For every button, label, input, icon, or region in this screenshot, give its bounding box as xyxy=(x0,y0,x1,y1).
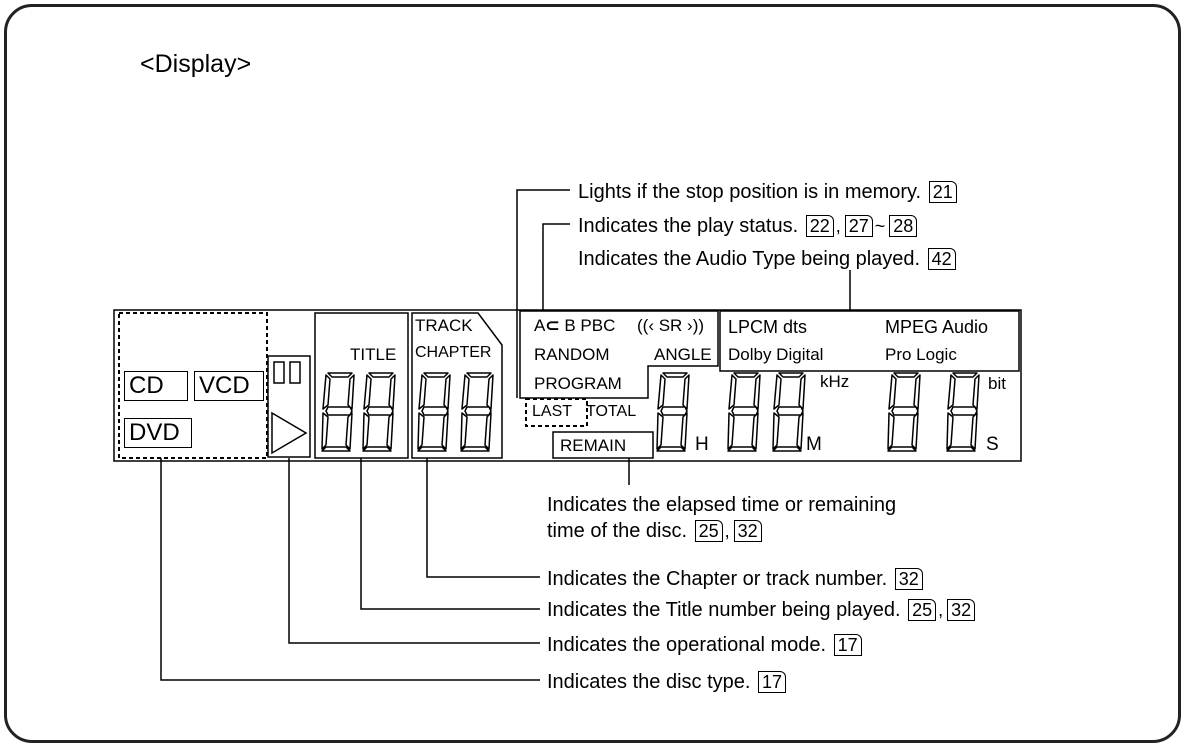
page-ref: 28 xyxy=(889,215,918,237)
annotation-elapsed-line2: time of the disc. 25,32 xyxy=(547,519,762,543)
sr-label: ((‹ SR ›)) xyxy=(637,316,705,335)
repeat-ab-icon: ⊂ xyxy=(545,316,560,335)
annotation-play-status: Indicates the play status. 22,27~28 xyxy=(578,214,918,238)
title-digit-2 xyxy=(362,372,396,452)
last-dashed-box xyxy=(525,398,588,427)
pause-icon-bar-right xyxy=(289,361,301,384)
hour-unit-label: H xyxy=(695,434,709,455)
leader-title xyxy=(360,458,540,610)
time-hour-digit xyxy=(656,372,690,452)
play-icon xyxy=(271,411,308,455)
page-ref: 32 xyxy=(733,520,762,542)
random-label: RANDOM xyxy=(534,345,610,364)
annotation-chapter: Indicates the Chapter or track number. 3… xyxy=(547,567,923,591)
chapter-digit-2 xyxy=(460,372,494,452)
repeat-ab-label: A⊂ B PBC xyxy=(534,316,616,335)
total-label: TOTAL xyxy=(586,403,637,420)
display-outline xyxy=(113,309,1022,462)
annotation-title: Indicates the Title number being played.… xyxy=(547,598,976,622)
page-ref: 27 xyxy=(844,215,873,237)
annotation-operational-mode: Indicates the operational mode. 17 xyxy=(547,633,862,657)
track-chapter-box xyxy=(411,312,503,459)
page-ref: 32 xyxy=(894,568,923,590)
vcd-indicator: VCD xyxy=(194,371,264,401)
leader-operational-mode xyxy=(288,458,540,644)
chapter-digit-1 xyxy=(417,372,451,452)
diagram-heading: <Display> xyxy=(140,50,252,78)
bit-label: bit xyxy=(988,374,1006,393)
annotation-audio-type: Indicates the Audio Type being played. 4… xyxy=(578,247,956,271)
page-ref: 17 xyxy=(833,634,862,656)
minute-unit-label: M xyxy=(806,434,822,455)
leader-disc-type xyxy=(160,458,540,681)
lpcm-dts-label: LPCM dts xyxy=(728,317,808,337)
annotation-disc-type: Indicates the disc type. 17 xyxy=(547,670,787,694)
page-ref: 17 xyxy=(758,671,787,693)
operational-mode-box xyxy=(267,355,311,458)
khz-label: kHz xyxy=(820,372,850,391)
page-ref: 42 xyxy=(927,248,956,270)
diagram-frame xyxy=(4,4,1181,743)
page-ref: 22 xyxy=(805,215,834,237)
program-label: PROGRAM xyxy=(534,374,622,393)
time-sec-digit-2 xyxy=(946,372,980,452)
remain-label: REMAIN xyxy=(560,436,627,455)
cd-indicator: CD xyxy=(124,371,188,401)
dvd-indicator: DVD xyxy=(124,418,192,448)
second-unit-label: S xyxy=(986,434,999,455)
page-ref: 25 xyxy=(908,599,937,621)
track-label: TRACK xyxy=(415,316,473,335)
audio-type-box xyxy=(719,310,1020,372)
leader-chapter xyxy=(426,458,540,578)
leader-stop-memory xyxy=(516,189,570,398)
page-ref: 32 xyxy=(947,599,976,621)
disc-type-dashed-box xyxy=(118,312,268,459)
angle-label: ANGLE xyxy=(654,345,712,364)
mpeg-audio-label: MPEG Audio xyxy=(885,317,989,337)
time-sec-digit-1 xyxy=(887,372,921,452)
title-digit-1 xyxy=(321,372,355,452)
page-ref: 21 xyxy=(928,181,957,203)
annotation-elapsed-line1: Indicates the elapsed time or remaining xyxy=(547,494,897,516)
chapter-label: CHAPTER xyxy=(415,344,492,361)
remain-box xyxy=(552,431,654,459)
play-status-box xyxy=(519,310,719,399)
page-ref: 25 xyxy=(694,520,723,542)
last-label: LAST xyxy=(532,403,573,420)
leader-play-status xyxy=(542,223,570,311)
pro-logic-label: Pro Logic xyxy=(885,345,957,364)
annotation-stop-memory: Lights if the stop position is in memory… xyxy=(578,180,957,204)
time-min-digit-1 xyxy=(727,372,761,452)
title-label: TITLE xyxy=(350,345,397,364)
time-min-digit-2 xyxy=(772,372,806,452)
pause-icon-bar-left xyxy=(273,361,285,384)
dolby-digital-label: Dolby Digital xyxy=(728,345,824,364)
